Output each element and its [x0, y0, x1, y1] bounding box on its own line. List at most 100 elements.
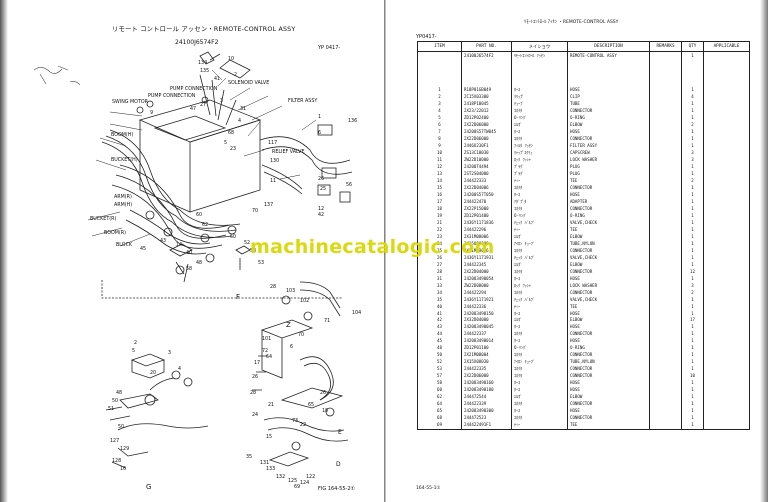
- parts-table: ITEM PART NO. メイショウ DESCRIPTION REMARKS …: [417, 41, 750, 431]
- item-cell: 5: [417, 114, 462, 122]
- item-cell: 62: [417, 394, 462, 402]
- callout-number: 50: [118, 425, 125, 430]
- item-cell: 4: [417, 107, 462, 115]
- description-cell: CONNECTOR: [567, 107, 650, 115]
- qty-cell: 1: [681, 205, 704, 213]
- remarks-cell: [649, 142, 682, 150]
- item-cell: 9: [417, 142, 462, 150]
- callout-number: 18: [322, 409, 329, 414]
- item-cell: 35: [417, 296, 462, 304]
- part-no-cell: 2X22D06000: [461, 121, 512, 129]
- label-solenoid-valve: SOLENOID VALVE: [228, 81, 270, 86]
- qty-cell: 1: [681, 142, 704, 150]
- part-no-cell: 2X22D06000: [461, 135, 512, 143]
- callout-number: 65: [308, 403, 315, 408]
- callout-number: 40: [186, 251, 193, 256]
- col-remarks: REMARKS: [649, 41, 682, 52]
- applicable-cell: [703, 296, 750, 304]
- callout-number: 26: [252, 375, 259, 380]
- part-no-cell: 242083490045: [461, 324, 512, 332]
- item-cell: 28: [417, 268, 462, 276]
- callout-number: 128: [112, 459, 122, 464]
- remarks-cell: [649, 191, 682, 199]
- callout-number: 42: [318, 213, 325, 218]
- callout-number: 62: [202, 223, 209, 228]
- applicable-cell: [703, 114, 750, 122]
- label-block: BLOCK: [116, 243, 133, 248]
- part-no-cell: 242083490014: [461, 338, 512, 346]
- item-cell: 45: [417, 338, 462, 346]
- part-no-cell: 244422296: [461, 226, 512, 234]
- item-cell: 13: [417, 170, 462, 178]
- item-cell: 50: [417, 352, 462, 360]
- qty-cell: 1: [681, 233, 704, 241]
- applicable-cell: [703, 366, 750, 374]
- name-jp-cell: ｺﾈｸﾀ: [511, 268, 568, 276]
- description-cell: CONNECTOR: [567, 352, 650, 360]
- name-jp-cell: ﾘﾓｰﾄｺﾝﾄﾛｰﾙ ｱｯｾﾝ: [511, 51, 568, 61]
- qty-cell: 1: [681, 107, 704, 115]
- part-no-cell: 2X32D04000: [461, 317, 512, 325]
- callout-number: 1: [318, 115, 322, 120]
- part-no-cell: 2436Y1171921: [461, 296, 512, 304]
- description-cell: VALVE,CHECK: [567, 296, 650, 304]
- description-cell: CONNECTOR: [567, 135, 650, 143]
- item-cell: 60: [417, 387, 462, 395]
- callout-number: 52: [244, 241, 251, 246]
- callout-number: 60: [196, 213, 203, 218]
- label-view-f: F: [236, 293, 241, 301]
- qty-cell: 1: [681, 219, 704, 227]
- name-jp-cell: O-ﾘﾝｸﾞ: [511, 114, 568, 122]
- applicable-cell: [703, 338, 750, 346]
- applicable-cell: [703, 191, 750, 199]
- description-cell: O-RING: [567, 345, 650, 353]
- part-no-cell: 24200S57T050: [461, 191, 512, 199]
- callout-number: 4: [238, 119, 242, 124]
- name-jp-cell: ｺﾈｸﾀ: [511, 366, 568, 374]
- qty-cell: 1: [681, 170, 704, 178]
- description-cell: HOSE: [567, 380, 650, 388]
- table-header-title: ﾘﾓｰﾄｺﾝﾄﾛｰﾙ ｱｯｾﾝ ・REMOTE-CONTROL ASSY: [524, 20, 619, 25]
- qty-cell: 1: [681, 261, 704, 269]
- part-no-cell: 24100J6574F2: [461, 51, 512, 61]
- callout-number: 64: [266, 355, 273, 360]
- applicable-cell: [703, 184, 750, 192]
- applicable-cell: [703, 149, 750, 157]
- part-no-cell: 242083490180: [461, 387, 512, 395]
- callout-number: 35: [246, 455, 253, 460]
- qty-cell: 1: [681, 303, 704, 311]
- callout-number: 45: [140, 247, 147, 252]
- name-jp-cell: ｺﾈｸﾀ: [511, 205, 568, 213]
- description-cell: O-RING: [567, 212, 650, 220]
- name-jp-cell: ﾎｰｽ: [511, 387, 568, 395]
- label-boom-h: BOOM(H): [111, 133, 134, 138]
- qty-cell: 1: [681, 366, 704, 374]
- part-no-cell: ZD12P02400: [461, 114, 512, 122]
- applicable-cell: [703, 93, 750, 101]
- qty-cell: 12: [681, 268, 704, 276]
- name-jp-cell: ﾛｯｸ ﾜｯｼｬ: [511, 282, 568, 290]
- callout-number: 26: [320, 391, 327, 396]
- part-no-cell: R18P01GB049: [461, 87, 512, 94]
- name-jp-cell: ｺﾈｸﾀ: [511, 352, 568, 360]
- remarks-cell: [649, 324, 682, 332]
- remarks-cell: [649, 282, 682, 290]
- item-cell: 52: [417, 359, 462, 367]
- description-cell: HOSE: [567, 191, 650, 199]
- description-cell: TEE: [567, 226, 650, 234]
- name-jp-cell: ﾃｨｰ: [511, 303, 568, 311]
- col-applicable: APPLICABLE: [703, 41, 750, 52]
